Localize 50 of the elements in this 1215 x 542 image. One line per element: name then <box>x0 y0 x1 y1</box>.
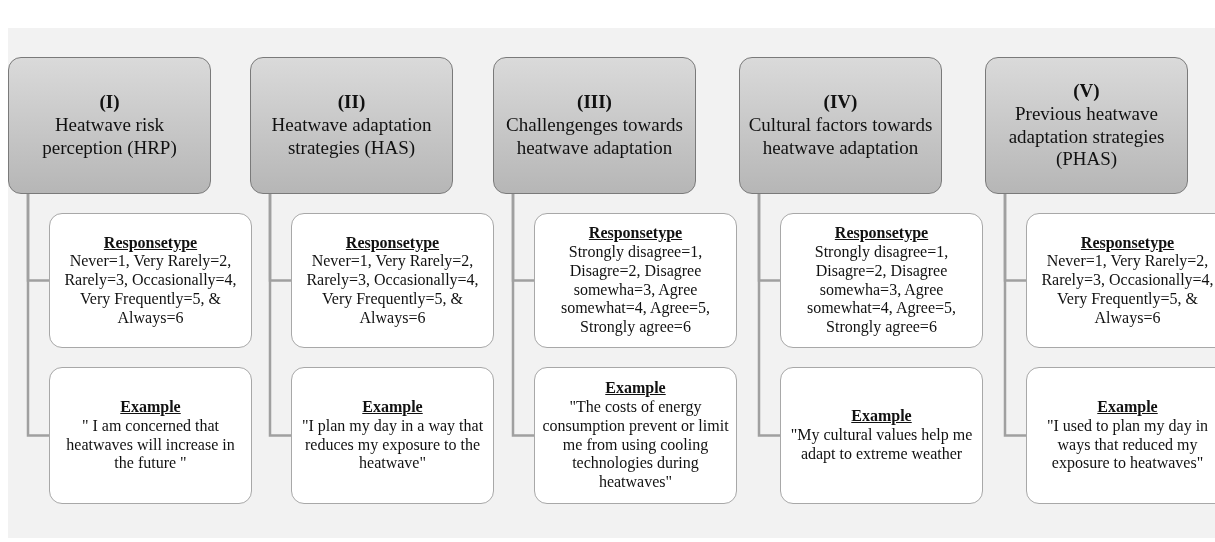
category-box <box>8 57 211 194</box>
heading-text: Example <box>362 398 423 417</box>
heading-text: Responsetype <box>1080 233 1175 253</box>
connector-line <box>1003 194 1026 437</box>
category-box <box>985 57 1188 194</box>
category-box <box>739 57 942 194</box>
response-box <box>291 213 494 348</box>
heading-text: Example <box>120 398 181 417</box>
body-text: Heatwave risk perception (HRP) <box>41 114 178 160</box>
body-text: Strongly disagree=1, Disagre=2, Disagree somewha=3, Agree somewhat=4, Agree=5, Strongly agree=6 <box>805 243 958 337</box>
body-text: Strongly disagree=1, Disagre=2, Disagree somewha=3, Agree somewhat=4, Agree=5, Strongly agree=6 <box>559 243 712 337</box>
response-box <box>780 213 983 348</box>
heading-text: Responsetype <box>345 233 440 253</box>
heading-text: (I) <box>99 91 120 115</box>
heading-text: Example <box>1097 398 1158 417</box>
heading-text: (II) <box>337 91 366 115</box>
connector-line <box>26 194 49 437</box>
example-box <box>291 367 494 504</box>
category-box <box>250 57 453 194</box>
heading-text: Responsetype <box>834 224 929 244</box>
body-text: Previous heatwave adaptation strategies (PHAS) <box>1007 102 1166 172</box>
body-text: Never=1, Very Rarely=2, Rarely=3, Occasionally=4, Very Frequently=5, & Always=6 <box>63 252 238 328</box>
body-text: Challengenges towards heatwave adaptation <box>505 114 684 160</box>
heading-text: Example <box>605 379 666 399</box>
example-box <box>534 367 737 504</box>
heading-text: Responsetype <box>588 224 683 244</box>
body-text: Never=1, Very Rarely=2, Rarely=3, Occasionally=4, Very Frequently=5, & Always=6 <box>1040 252 1215 328</box>
connector-line <box>757 194 780 437</box>
response-box <box>49 213 252 348</box>
connector-line <box>268 194 291 437</box>
response-box <box>1026 213 1215 348</box>
example-box <box>780 367 983 504</box>
example-box <box>49 367 252 504</box>
example-box <box>1026 367 1215 504</box>
heading-text: (III) <box>577 91 612 115</box>
heading-text: (V) <box>1073 79 1100 103</box>
body-text: "My cultural values help me adapt to extreme weather <box>789 426 974 464</box>
response-box <box>534 213 737 348</box>
body-text: "I used to plan my day in ways that reduced my exposure to heatwaves" <box>1045 416 1210 473</box>
heading-text: Example <box>851 407 912 427</box>
body-text: "I plan my day in a way that reduces my exposure to the heatwave" <box>300 416 485 473</box>
heading-text: (IV) <box>823 91 858 115</box>
body-text: Never=1, Very Rarely=2, Rarely=3, Occasionally=4, Very Frequently=5, & Always=6 <box>305 252 480 328</box>
connector-line <box>511 194 534 437</box>
category-box <box>493 57 696 194</box>
body-text: Heatwave adaptation strategies (HAS) <box>270 114 433 160</box>
heading-text: Responsetype <box>103 233 198 253</box>
body-text: Cultural factors towards heatwave adaptation <box>747 114 934 160</box>
body-text: "The costs of energy consumption prevent or limit me from using cooling technologies during heatwaves" <box>541 398 730 492</box>
body-text: " I am concerned that heatwaves will increase in the future " <box>65 416 236 473</box>
